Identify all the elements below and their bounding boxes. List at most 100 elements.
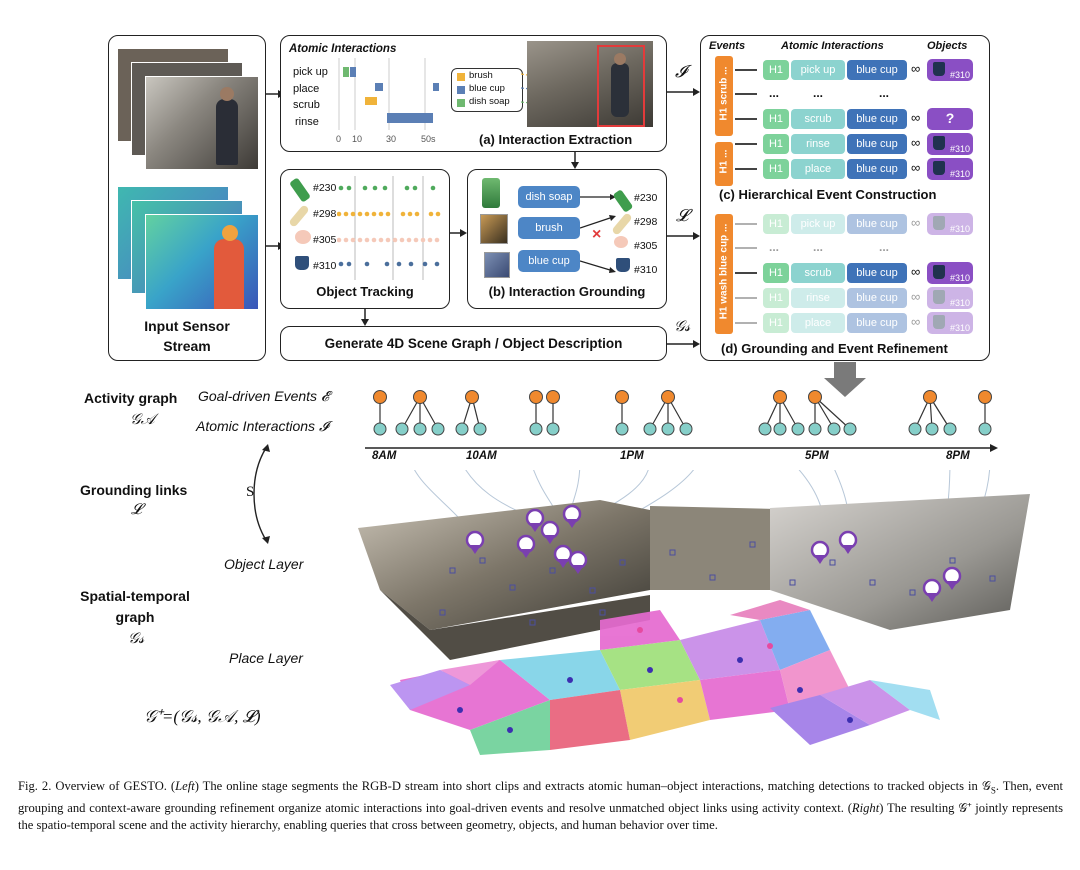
object-nodes	[439, 541, 996, 626]
interaction-row-label: pick up	[293, 66, 328, 78]
bar-place-blue	[375, 83, 383, 91]
cup-icon	[933, 265, 945, 279]
object-pill: blue cup	[847, 159, 907, 179]
axis-tick: 30	[386, 134, 397, 144]
object-pill: blue cup	[847, 313, 907, 333]
cup-icon	[933, 161, 945, 175]
activity-hierarchy-graph	[365, 390, 998, 452]
interaction-node	[908, 422, 922, 436]
scene-graph-panel: Generate 4D Scene Graph / Object Descrip…	[280, 326, 667, 361]
tracked-object-icon	[295, 256, 309, 270]
event-tag-scrub: H1 scrub ...	[715, 56, 733, 136]
kitchen-photo	[527, 41, 653, 127]
link-icon: ∞	[911, 135, 921, 150]
row-arrow	[735, 223, 757, 225]
event-h1-pill: H1	[763, 313, 789, 333]
time-tick: 1PM	[620, 450, 644, 462]
interaction-node	[791, 422, 805, 436]
spatial-temporal-label: Spatial-temporal graph	[80, 588, 190, 625]
scene-graph-label: Generate 4D Scene Graph / Object Descrip…	[324, 336, 623, 351]
tracked-object-icon	[295, 230, 311, 244]
place-nodes-pink	[637, 627, 773, 703]
mismatch-cross: ×	[592, 226, 602, 243]
bar-rinse-blue	[387, 113, 433, 123]
object-tracking-label: Object Tracking	[316, 284, 414, 299]
header-objects: Objects	[927, 40, 968, 52]
event-node	[529, 390, 543, 404]
grounded-object-id: #298	[634, 216, 658, 228]
place-nodes	[457, 657, 853, 733]
object-card: #310	[927, 158, 973, 180]
arrow-scene-to-refinement	[667, 340, 700, 348]
object-id: #310	[949, 70, 970, 80]
event-h1-pill: H1	[763, 263, 789, 283]
object-id: #310	[949, 273, 970, 283]
tracked-object-id: #230	[313, 182, 337, 194]
event-node	[978, 390, 992, 404]
grounding-arrows	[580, 194, 616, 273]
object-card: #310	[927, 213, 973, 235]
object-card: #310	[927, 312, 973, 334]
object-id: #310	[949, 224, 970, 234]
ellipsis: ...	[879, 240, 890, 254]
interaction-row-label: place	[293, 83, 320, 95]
interaction-node	[431, 422, 445, 436]
hierarchical-panel: Events Atomic Interactions Objects H1 sc…	[700, 35, 990, 361]
time-tick: 5PM	[805, 450, 829, 462]
header-events: Events	[709, 40, 746, 52]
hand-icon	[614, 236, 628, 248]
interaction-legend: brush blue cup dish soap	[451, 68, 523, 112]
interaction-node	[943, 422, 957, 436]
place-layer-label: Place Layer	[229, 650, 303, 666]
symbol-l: 𝓛	[676, 206, 689, 225]
ellipsis: ...	[813, 240, 824, 254]
legend-dish-soap: dish soap	[469, 96, 510, 107]
chip-dish-soap: dish soap	[518, 186, 580, 208]
hierarchical-label: (c) Hierarchical Event Construction	[719, 187, 937, 202]
ellipsis: ...	[769, 240, 780, 254]
object-card: ?	[927, 108, 973, 130]
interaction-node	[758, 422, 772, 436]
spatial-graph-symbol: 𝒢𝓈	[128, 631, 145, 647]
bar-pickup-blue	[350, 67, 356, 77]
row-arrow	[735, 272, 757, 274]
interaction-node	[615, 422, 629, 436]
interaction-row-label: rinse	[295, 116, 319, 128]
bar-scrub-orange	[365, 97, 377, 105]
object-pill: blue cup	[847, 60, 907, 80]
event-node	[773, 390, 787, 404]
object-pill: blue cup	[847, 109, 907, 129]
interaction-pins	[465, 504, 962, 602]
legend-blue-cup: blue cup	[469, 83, 505, 94]
event-h1-pill: H1	[763, 159, 789, 179]
legend-brush: brush	[469, 70, 493, 81]
interaction-grounding-label: (b) Interaction Grounding	[488, 284, 646, 299]
time-tick: 8AM	[372, 450, 397, 462]
object-card: #310	[927, 287, 973, 309]
link-icon: ∞	[911, 289, 921, 304]
row-arrow	[735, 297, 757, 299]
link-icon: ∞	[911, 215, 921, 230]
scene-reconstruction	[358, 470, 1030, 755]
interaction-grounding-panel: dish soap brush blue cup × #230#298#305#…	[467, 169, 667, 309]
object-pill: blue cup	[847, 134, 907, 154]
tracking-dots	[337, 176, 441, 280]
event-node	[808, 390, 822, 404]
object-id: #310	[949, 323, 970, 333]
input-sensor-title: Input Sensor Stream	[144, 318, 230, 354]
axis-tick: 50s	[421, 134, 436, 144]
formula: 𝒢⁺=(𝒢𝓈, 𝒢𝒜, 𝓛)	[144, 707, 261, 726]
link-icon: ∞	[911, 160, 921, 175]
grounding-links-symbol: 𝓛	[131, 502, 142, 518]
tracked-object-id: #310	[313, 260, 337, 272]
tracked-object-id: #298	[313, 208, 337, 220]
bar-pickup-green	[343, 67, 349, 77]
interaction-node	[925, 422, 939, 436]
grounding-links-label: Grounding links	[80, 482, 188, 498]
object-card: #310	[927, 262, 973, 284]
object-tracking-panel: #230#298#305#310 Object Tracking	[280, 169, 450, 309]
interaction-node	[679, 422, 693, 436]
arrow-to-hierarchical	[667, 88, 700, 96]
time-axis-arrowhead	[990, 444, 998, 452]
